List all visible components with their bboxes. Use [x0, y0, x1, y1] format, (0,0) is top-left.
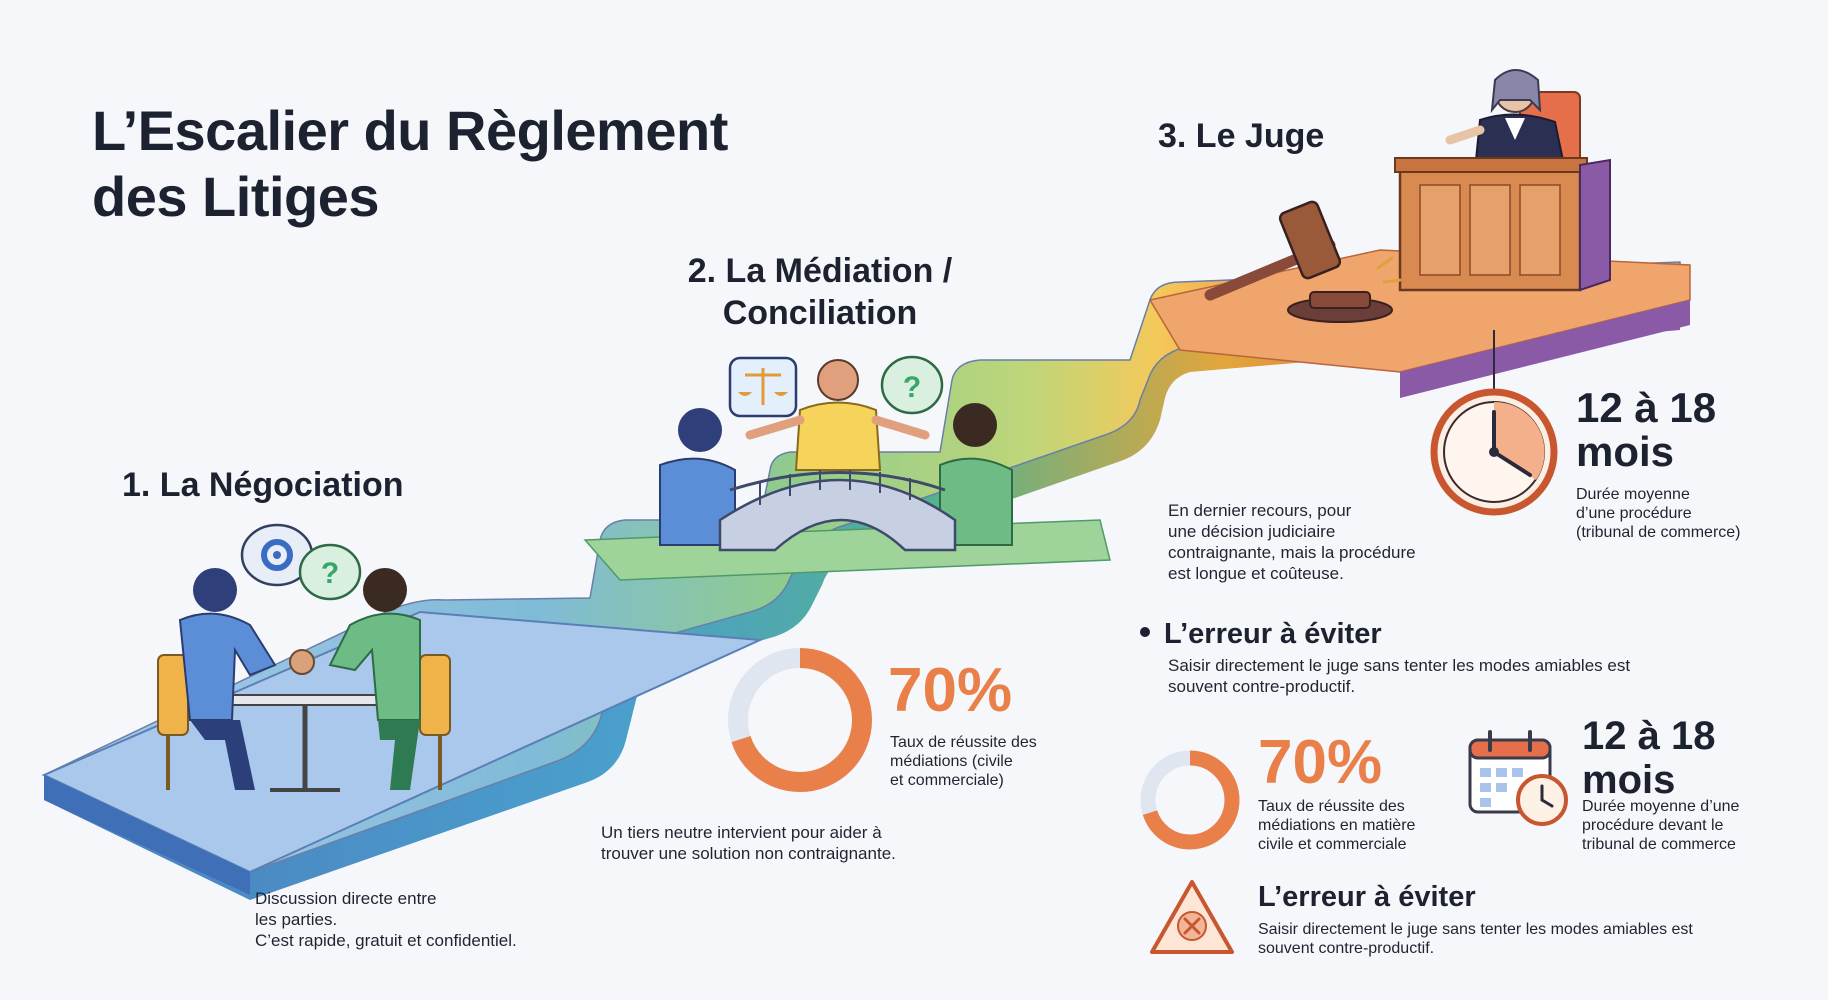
scales-icon	[728, 356, 798, 418]
summary-stat-caption: Taux de réussite des médiations en matiè…	[1258, 798, 1416, 853]
step2-heading: 2. La Médiation / Conciliation	[687, 252, 953, 332]
summary-donut-value-arc	[1140, 750, 1240, 850]
warning-top-title: L’erreur à éviter	[1140, 617, 1382, 651]
warning-bottom-title: L’erreur à éviter	[1258, 881, 1476, 913]
bridge-icon	[718, 470, 957, 552]
step3-description: En dernier recours, pour une décision ju…	[1168, 501, 1416, 583]
mediation-success-donut	[728, 648, 872, 792]
step2-description: Un tiers neutre intervient pour aider à …	[601, 823, 896, 863]
summary-duration-value: 12 à 18 mois	[1582, 714, 1716, 802]
mediation-stat-caption: Taux de réussite des médiations (civile …	[890, 734, 1037, 789]
judge-duration-value: 12 à 18 mois	[1576, 384, 1717, 475]
handshake-icon	[289, 649, 315, 675]
negotiation-scene: ?	[157, 523, 451, 792]
question-icon: ?	[298, 543, 362, 601]
svg-text:?: ?	[903, 371, 921, 404]
svg-text:?: ?	[321, 557, 339, 590]
step3-heading: 3. Le Juge	[1158, 117, 1325, 155]
judge-duration-caption: Durée moyenne d’une procédure (tribunal …	[1576, 486, 1741, 541]
bullet-icon	[1140, 627, 1150, 638]
calendar-clock-icon	[1468, 730, 1568, 826]
step1-heading: 1. La Négociation	[122, 466, 404, 504]
summary-stat-value: 70%	[1258, 728, 1383, 797]
warning-icon	[1150, 880, 1234, 954]
gavel-icon	[1204, 200, 1402, 323]
mediation-stat-value: 70%	[888, 656, 1013, 725]
summary-success-donut	[1140, 750, 1240, 850]
summary-duration-caption: Durée moyenne d’une procédure devant le …	[1582, 798, 1740, 853]
mediation-scene: ?	[659, 355, 1013, 552]
page-title: L’Escalier du Règlement des Litiges	[92, 99, 728, 228]
clock-icon	[1430, 388, 1558, 516]
mediation-donut-value-arc	[728, 648, 872, 792]
question-icon: ?	[880, 355, 944, 415]
judge-icon	[1445, 69, 1567, 171]
judge-scene	[1204, 69, 1611, 516]
warning-top-text: Saisir directement le juge sans tenter l…	[1168, 656, 1631, 696]
step1-description: Discussion directe entre les parties. C’…	[255, 889, 517, 950]
warning-bottom-text: Saisir directement le juge sans tenter l…	[1258, 921, 1693, 957]
